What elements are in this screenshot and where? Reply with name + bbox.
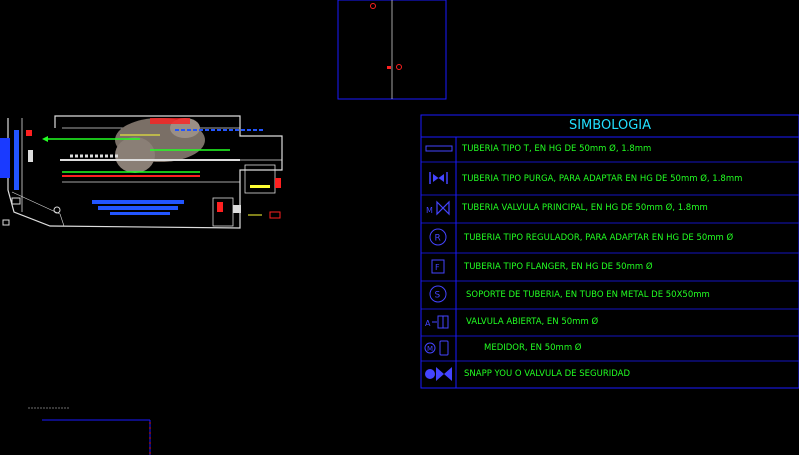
valve-marker-icon [396, 64, 402, 70]
flanger-icon: F [431, 259, 445, 274]
legend-row-label: SOPORTE DE TUBERIA, EN TUBO EN METAL DE … [466, 290, 710, 300]
pipe-t-icon [425, 145, 453, 152]
main-valve-icon: M [426, 200, 450, 216]
legend-row-label: TUBERIA TIPO FLANGER, EN HG DE 50mm Ø [464, 262, 653, 272]
legend-row-label: MEDIDOR, EN 50mm Ø [484, 343, 582, 353]
legend-title: SIMBOLOGIA [568, 118, 652, 133]
legend-row-label: SNAPP YOU O VALVULA DE SEGURIDAD [464, 369, 630, 379]
svg-text:F: F [435, 263, 440, 272]
open-valve-icon: A [425, 315, 449, 329]
svg-text:M: M [427, 345, 433, 353]
safety-valve-icon [425, 367, 452, 381]
valve-marker-icon [370, 3, 376, 9]
purge-valve-icon [429, 172, 448, 184]
svg-text:S: S [435, 291, 441, 301]
svg-text:A: A [425, 319, 431, 328]
legend-row-label: TUBERIA VALVULA PRINCIPAL, EN HG DE 50mm… [462, 203, 708, 213]
meter-icon: M [424, 340, 449, 356]
svg-text:R: R [435, 234, 441, 244]
legend-row-label: TUBERIA TIPO PURGA, PARA ADAPTAR EN HG D… [462, 174, 743, 184]
bottom-detail [28, 407, 151, 455]
legend-row-label: TUBERIA TIPO T, EN HG DE 50mm Ø, 1.8mm [462, 144, 652, 154]
legend-table: M R F S A M [420, 114, 799, 389]
support-icon: S [429, 285, 447, 303]
top-detail-frame [337, 0, 447, 100]
legend-row-label: VALVULA ABIERTA, EN 50mm Ø [466, 317, 599, 327]
legend-row-label: TUBERIA TIPO REGULADOR, PARA ADAPTAR EN … [464, 233, 734, 243]
floor-plan [0, 115, 283, 229]
svg-text:M: M [426, 206, 433, 215]
regulator-icon: R [429, 228, 447, 246]
